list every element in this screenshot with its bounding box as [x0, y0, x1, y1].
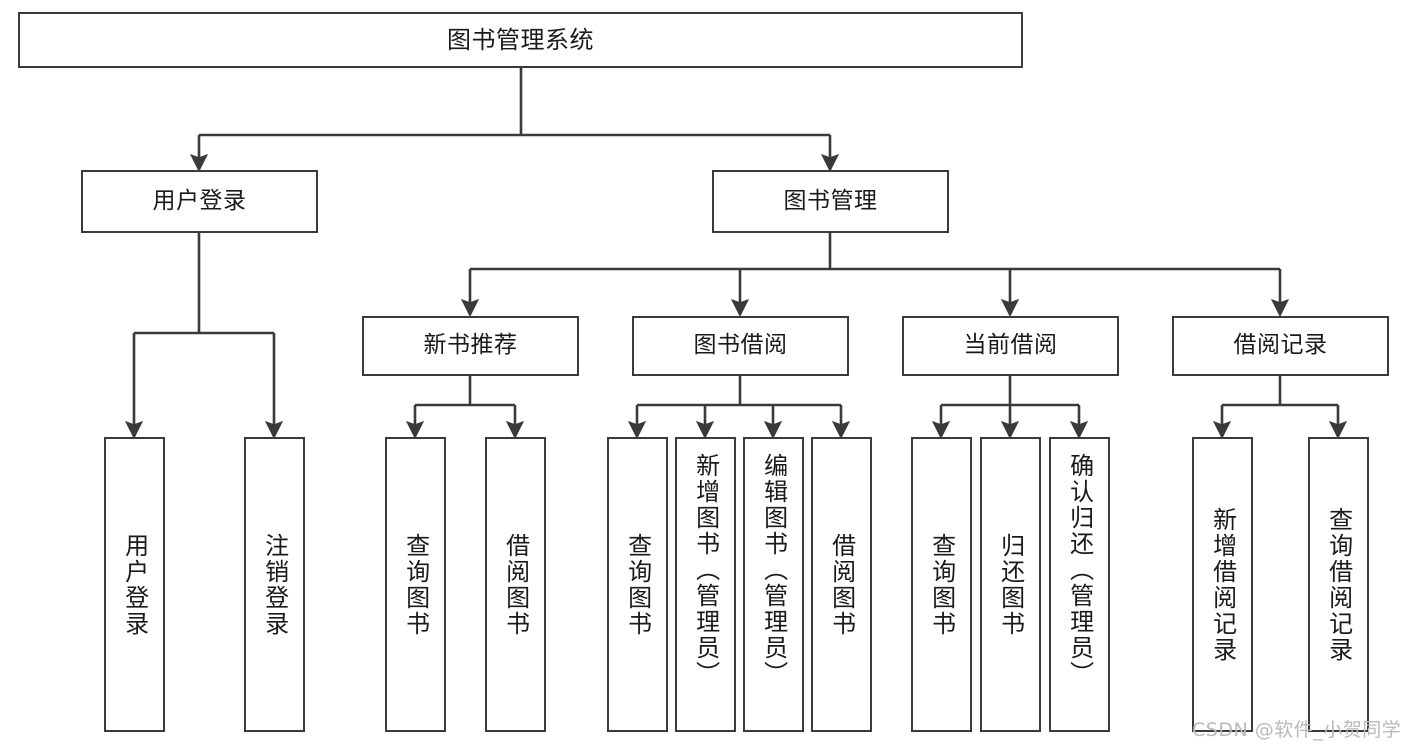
node-label: 归还图书 — [996, 532, 1025, 637]
node-label: 图书管理 — [783, 187, 878, 214]
node-label: 图书借阅 — [693, 332, 788, 359]
node-label: 确认归还（管理员） — [1065, 453, 1094, 687]
node-label: 查询图书 — [401, 532, 430, 637]
leaf-current-borrow-confirm-return-admin[interactable]: 确认归还（管理员） — [1049, 437, 1110, 732]
node-label: 新书推荐 — [423, 332, 518, 359]
node-user-login[interactable]: 用户登录 — [81, 170, 318, 233]
leaf-book-borrow-edit-book-admin[interactable]: 编辑图书（管理员） — [743, 437, 804, 732]
node-borrowing-records[interactable]: 借阅记录 — [1172, 316, 1389, 376]
leaf-new-book-query-books[interactable]: 查询图书 — [385, 437, 446, 732]
leaf-user-login-login[interactable]: 用户登录 — [104, 437, 165, 732]
node-book-borrowing[interactable]: 图书借阅 — [632, 316, 849, 376]
node-label: 编辑图书（管理员） — [759, 453, 788, 687]
node-label: 借阅图书 — [501, 532, 530, 637]
node-label: 查询借阅记录 — [1324, 506, 1353, 663]
csdn-watermark: CSDN @软件_小贺同学 — [1192, 719, 1402, 741]
node-new-book-recommendation[interactable]: 新书推荐 — [362, 316, 579, 376]
leaf-user-login-logout[interactable]: 注销登录 — [244, 437, 305, 732]
node-label: 新增图书（管理员） — [691, 453, 720, 687]
node-label: 借阅记录 — [1233, 332, 1328, 359]
leaf-current-borrow-return-books[interactable]: 归还图书 — [980, 437, 1041, 732]
leaf-new-book-borrow-books[interactable]: 借阅图书 — [485, 437, 546, 732]
leaf-book-borrow-query-books[interactable]: 查询图书 — [607, 437, 668, 732]
node-label: 用户登录 — [120, 532, 149, 637]
leaf-book-borrow-borrow-books[interactable]: 借阅图书 — [811, 437, 872, 732]
leaf-current-borrow-query-books[interactable]: 查询图书 — [911, 437, 972, 732]
node-label: 查询图书 — [927, 532, 956, 637]
node-label: 当前借阅 — [963, 332, 1058, 359]
node-label: 注销登录 — [260, 532, 289, 637]
leaf-borrow-record-query-record[interactable]: 查询借阅记录 — [1308, 437, 1369, 732]
node-book-management[interactable]: 图书管理 — [712, 170, 949, 233]
node-current-borrowing[interactable]: 当前借阅 — [902, 316, 1119, 376]
node-label: 借阅图书 — [827, 532, 856, 637]
node-root-book-management-system[interactable]: 图书管理系统 — [18, 12, 1023, 68]
node-label: 用户登录 — [152, 187, 247, 214]
leaf-book-borrow-add-book-admin[interactable]: 新增图书（管理员） — [675, 437, 736, 732]
node-label: 查询图书 — [623, 532, 652, 637]
node-label: 新增借阅记录 — [1208, 506, 1237, 663]
leaf-borrow-record-add-record[interactable]: 新增借阅记录 — [1192, 437, 1253, 732]
node-label: 图书管理系统 — [447, 25, 594, 54]
